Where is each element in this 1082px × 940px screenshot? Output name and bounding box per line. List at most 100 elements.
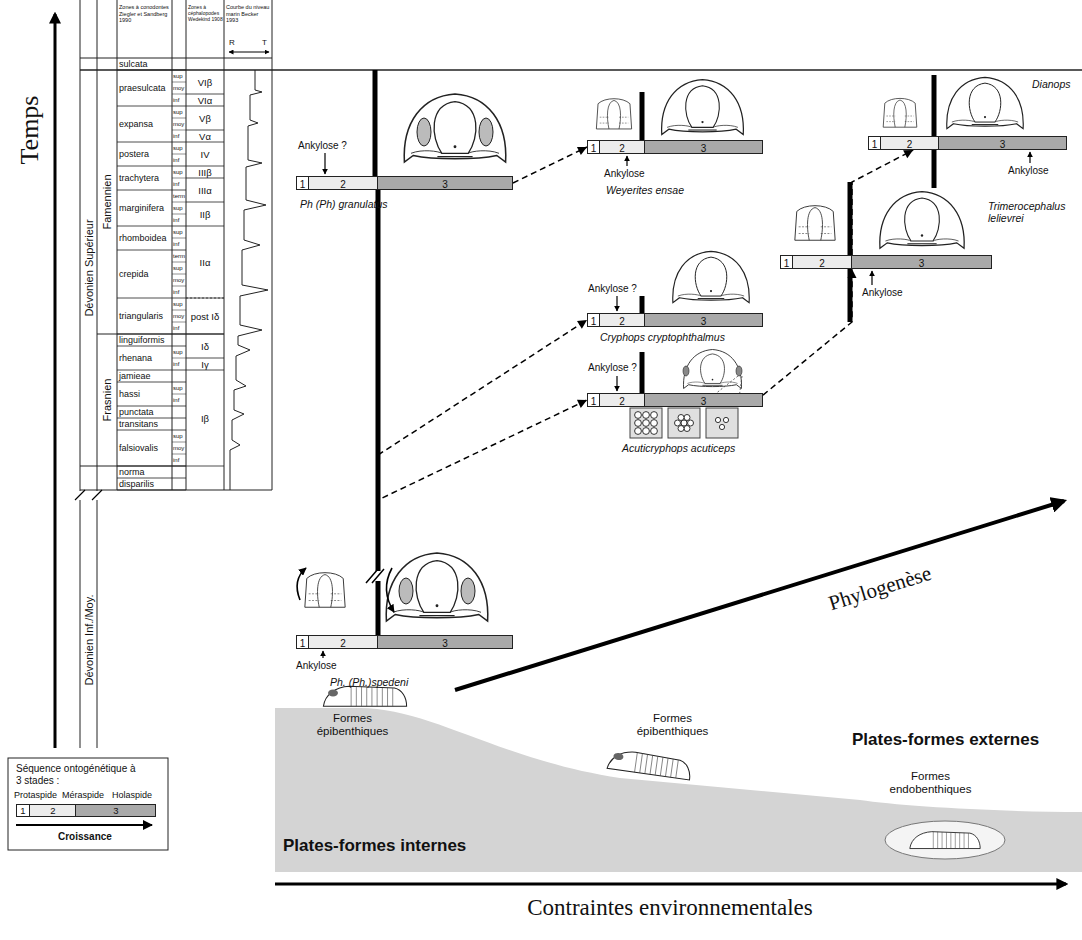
table-rule [117, 490, 186, 491]
label-anchor: Iβ [186, 418, 224, 429]
label: Famennien [101, 174, 114, 229]
holaspid-cephalon [386, 553, 488, 621]
drawing-circle [651, 412, 658, 419]
label: Phylogenèse [826, 561, 935, 615]
label-anchor: inf [173, 328, 179, 335]
label: trachytera [119, 173, 159, 183]
label-anchor: sup [173, 388, 183, 395]
stage-number: 2 [619, 396, 625, 408]
label-anchor: jamieae [119, 376, 151, 386]
label: postera [119, 149, 149, 159]
table-rule [172, 394, 186, 395]
table-rule [80, 490, 272, 491]
label: IIα [186, 257, 224, 268]
label-anchor: term [173, 196, 185, 203]
label: jamieae [119, 371, 151, 381]
label-anchor: inf [173, 220, 179, 227]
table-rule [97, 334, 224, 335]
table-rule [117, 298, 186, 299]
label-anchor: R [229, 38, 235, 47]
label-anchor: 3 [76, 804, 156, 817]
drawing-circle [719, 424, 724, 429]
stage-segment: 2 [600, 393, 645, 407]
trilobite [607, 749, 692, 780]
drawing-circle [635, 412, 642, 419]
table-rule [186, 298, 224, 299]
table-rule [224, 0, 225, 490]
drawing-circle [651, 420, 658, 427]
arrow-head [577, 320, 587, 329]
label: sup [173, 229, 183, 236]
label-anchor: rhomboidea [119, 238, 167, 248]
stage-segment: 2 [600, 140, 645, 154]
label-anchor: sup [173, 76, 183, 83]
label-anchor: moy [173, 316, 184, 323]
curved-arrow [297, 568, 306, 600]
table-rule [80, 69, 1082, 71]
label-anchor: crepida [119, 274, 149, 284]
table-rule [172, 202, 186, 203]
table-rule [97, 0, 98, 748]
legend-anchor: Protaspide [14, 790, 57, 801]
stage-number: 2 [819, 258, 825, 270]
label: Croissance [58, 831, 112, 843]
table-rule [117, 334, 186, 335]
label-anchor: IIα [186, 262, 224, 273]
label-anchor: Plates-formes externes [852, 730, 1039, 750]
label-anchor: IV [186, 154, 224, 165]
label: sup [173, 349, 183, 356]
legend-text: Holaspide [112, 790, 152, 801]
label: inf [173, 133, 179, 140]
label-anchor: praesulcata [119, 88, 166, 98]
label: VIβ [186, 77, 224, 88]
table-rule [172, 178, 186, 179]
stage-segment: 2 [309, 635, 378, 649]
label-anchor: VIα [186, 100, 224, 111]
ontogeny-bar: Cryphops cryptophthalmus123 [587, 313, 763, 327]
table-rule [172, 118, 186, 119]
label: rhomboidea [119, 233, 167, 243]
label: post Iδ [186, 311, 224, 322]
label: 1 [16, 804, 30, 817]
trilobite [323, 686, 406, 706]
stage-segment: 3 [645, 313, 763, 327]
label-anchor: Iδ [186, 346, 224, 357]
label: Ankylose ? [298, 140, 347, 152]
label: inf [173, 157, 179, 164]
label: inf [173, 217, 179, 224]
stage-number: 3 [442, 638, 448, 650]
label-anchor: Vα [186, 136, 224, 147]
label: Formes épibenthiques [300, 712, 405, 738]
table-rule [186, 298, 224, 299]
holaspid-cephalon [673, 251, 749, 302]
label: Iβ [186, 413, 224, 424]
stage-number: 3 [701, 143, 707, 155]
label: term [173, 253, 185, 260]
label: Dévonien Inf./Moy. [82, 595, 95, 686]
arrow-head [903, 150, 913, 158]
label-anchor: inf [173, 136, 179, 143]
eye [399, 578, 413, 604]
label-anchor: trachytera [119, 178, 159, 188]
label: norma [119, 467, 145, 477]
label-anchor: inf [173, 364, 179, 371]
lineage-connector [378, 400, 587, 635]
label: inf [173, 97, 179, 104]
label: R [229, 38, 235, 47]
label-anchor: inf [173, 400, 179, 407]
label: Séquence ontogénétique à 3 stades : [16, 763, 141, 787]
ontogeny-bar: Acuticryphops acuticeps123 [587, 393, 763, 407]
label-anchor: inf [173, 100, 179, 107]
label-anchor: Zones à conodontes Ziegler et Sandberg 1… [119, 4, 171, 24]
break-mark [75, 490, 102, 500]
ontogeny-bar: Dianops123 [868, 136, 1067, 150]
label-anchor: Zones à céphalopodes Wedekind 1908 [188, 4, 223, 22]
platform-ground [275, 708, 1082, 872]
label: Contraintes environnementales [420, 894, 920, 921]
constraint-arrow [275, 883, 1066, 886]
label: T [262, 38, 267, 47]
stage-number: 1 [591, 316, 597, 328]
label-anchor: inf [173, 292, 179, 299]
label: inf [173, 181, 179, 188]
label: sup [173, 433, 183, 440]
